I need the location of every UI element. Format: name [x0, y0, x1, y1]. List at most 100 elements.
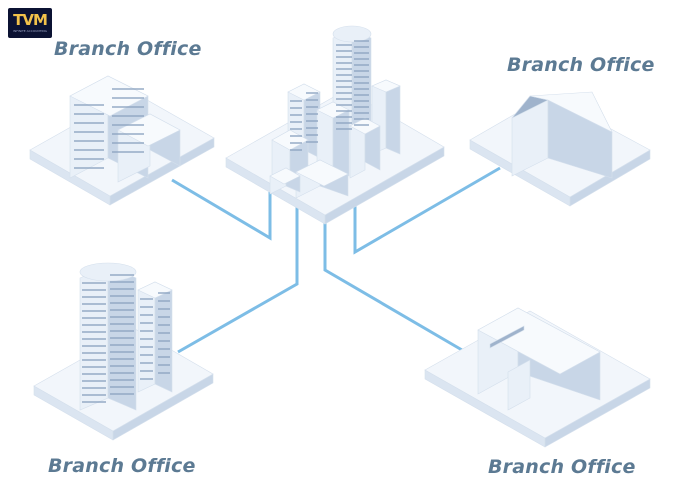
window-stripe	[82, 324, 106, 326]
branch-office-label-top-left: Branch Office	[54, 38, 202, 60]
window-stripe	[290, 128, 302, 130]
window-stripe	[336, 116, 352, 118]
window-stripe	[82, 338, 106, 340]
window-stripe	[110, 372, 134, 374]
window-stripe	[82, 380, 106, 382]
window-stripe	[82, 289, 106, 291]
window-stripe	[140, 322, 153, 324]
window-stripe	[140, 298, 153, 300]
branch-office-top-right	[469, 91, 651, 207]
window-stripe	[158, 340, 170, 342]
window-stripe	[354, 82, 369, 84]
window-stripe	[110, 288, 134, 290]
branch-office-label-bottom-right: Branch Office	[488, 456, 636, 478]
window-stripe	[158, 308, 170, 310]
window-stripe	[112, 97, 144, 99]
window-stripe	[354, 40, 369, 42]
window-stripe	[112, 124, 144, 126]
window-stripe	[354, 88, 369, 90]
window-stripe	[306, 113, 318, 115]
window-stripe	[336, 74, 352, 76]
window-stripe	[354, 124, 369, 126]
branch-office-bottom-right	[424, 307, 651, 448]
window-stripe	[336, 122, 352, 124]
window-stripe	[140, 306, 153, 308]
connector-top-left	[171, 178, 272, 241]
window-stripe	[140, 338, 153, 340]
window-stripe	[110, 365, 134, 367]
window-stripe	[354, 46, 369, 48]
window-stripe	[74, 122, 104, 124]
headquarters-buildings	[269, 25, 401, 199]
window-stripe	[336, 68, 352, 70]
window-stripe	[110, 379, 134, 381]
window-stripe	[112, 115, 144, 117]
window-stripe	[354, 52, 369, 54]
window-stripe	[112, 133, 144, 135]
connector-bottom-right	[323, 196, 463, 352]
window-stripe	[354, 118, 369, 120]
window-stripe	[110, 358, 134, 360]
window-stripe	[336, 86, 352, 88]
window-stripe	[110, 281, 134, 283]
branch-office-top-left	[29, 75, 215, 206]
window-stripe	[82, 394, 106, 396]
window-stripe	[110, 386, 134, 388]
window-stripe	[158, 292, 170, 294]
window-stripe	[82, 317, 106, 319]
window-stripe	[306, 134, 318, 136]
window-stripe	[336, 62, 352, 64]
window-stripe	[290, 135, 302, 137]
window-stripe	[110, 316, 134, 318]
window-stripe	[110, 295, 134, 297]
window-stripe	[82, 345, 106, 347]
window-stripe	[110, 351, 134, 353]
window-stripe	[306, 127, 318, 129]
window-stripe	[110, 302, 134, 304]
window-stripe	[140, 314, 153, 316]
window-stripe	[336, 128, 352, 130]
window-stripe	[158, 332, 170, 334]
branch-office-label-top-right: Branch Office	[507, 54, 655, 76]
window-stripe	[354, 76, 369, 78]
branch-office-label-bottom-left: Branch Office	[48, 455, 196, 477]
company-logo: TVM INFINITE ACCOUNTING	[8, 8, 52, 38]
window-stripe	[354, 112, 369, 114]
window-stripe	[306, 99, 318, 101]
window-stripe	[82, 331, 106, 333]
window-stripe	[354, 64, 369, 66]
window-stripe	[354, 94, 369, 96]
window-stripe	[110, 323, 134, 325]
window-stripe	[74, 113, 104, 115]
window-stripe	[336, 104, 352, 106]
window-stripe	[140, 362, 153, 364]
window-stripe	[336, 56, 352, 58]
window-stripe	[158, 348, 170, 350]
window-stripe	[112, 106, 144, 108]
window-stripe	[336, 92, 352, 94]
window-stripe	[354, 100, 369, 102]
window-stripe	[112, 142, 144, 144]
window-stripe	[82, 373, 106, 375]
logo-subtitle: INFINITE ACCOUNTING	[13, 29, 47, 33]
window-stripe	[140, 330, 153, 332]
window-stripe	[74, 140, 104, 142]
window-stripe	[82, 282, 106, 284]
window-stripe	[82, 401, 106, 403]
window-stripe	[306, 120, 318, 122]
window-stripe	[336, 44, 352, 46]
window-stripe	[158, 316, 170, 318]
window-stripe	[140, 370, 153, 372]
window-stripe	[290, 149, 302, 151]
window-stripe	[74, 167, 104, 169]
window-stripe	[140, 354, 153, 356]
window-stripe	[112, 88, 144, 90]
connector-top-right	[353, 166, 501, 255]
window-stripe	[82, 296, 106, 298]
window-stripe	[82, 310, 106, 312]
window-stripe	[290, 100, 302, 102]
window-stripe	[74, 158, 104, 160]
window-stripe	[336, 50, 352, 52]
window-stripe	[354, 58, 369, 60]
